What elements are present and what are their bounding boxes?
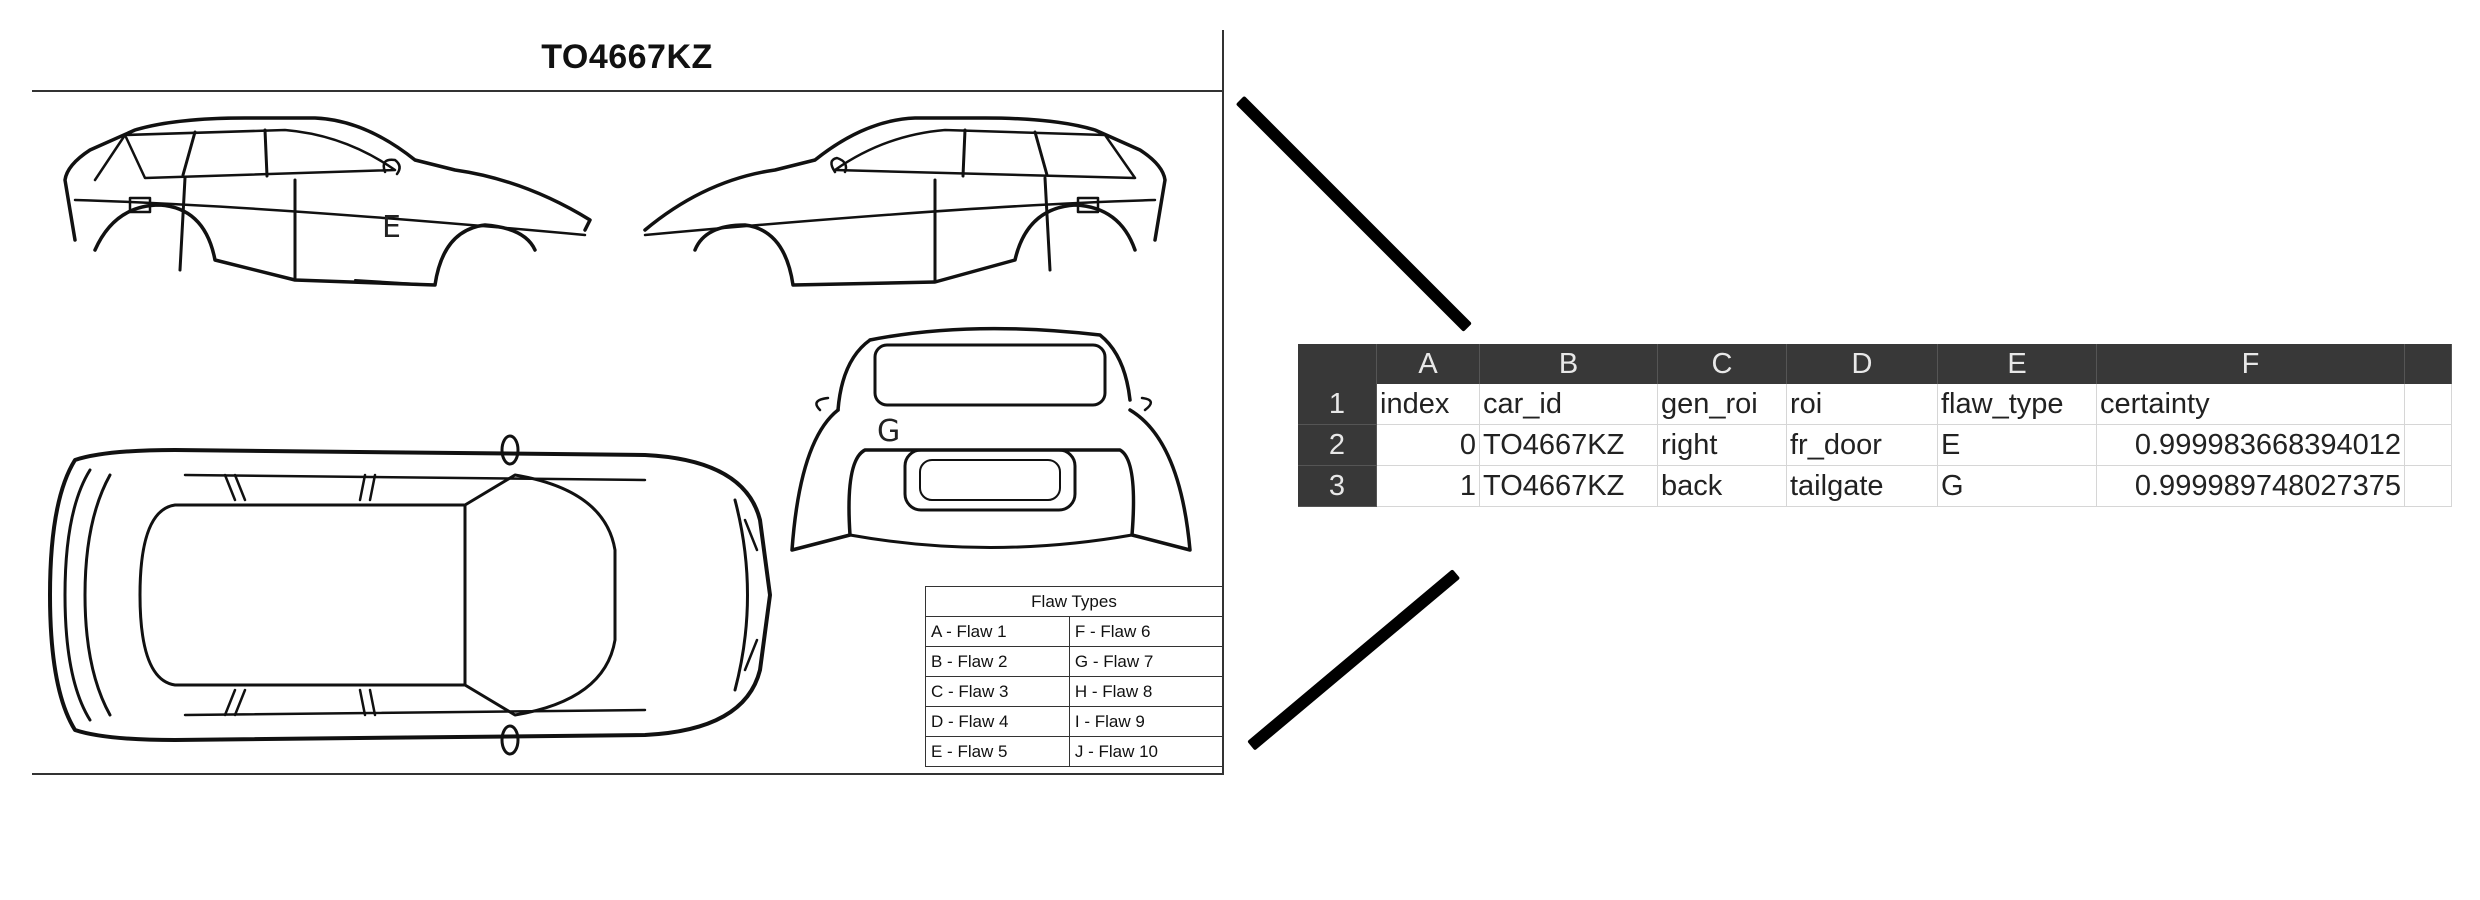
- panel-bottom-border: [32, 773, 1224, 775]
- cell-e1[interactable]: flaw_type: [1937, 384, 2097, 425]
- column-header-g-partial[interactable]: [2404, 344, 2452, 384]
- column-header-row: A B C D E F: [1298, 344, 2452, 384]
- column-header-a[interactable]: A: [1376, 344, 1480, 384]
- row-header-2[interactable]: 2: [1298, 424, 1377, 466]
- cell-d1[interactable]: roi: [1786, 384, 1938, 425]
- spreadsheet-grid: A B C D E F 1 index car_id gen_roi roi f…: [1298, 344, 2452, 507]
- cell-d3[interactable]: tailgate: [1786, 465, 1938, 507]
- car-top-view: [48, 434, 772, 756]
- column-header-b[interactable]: B: [1479, 344, 1658, 384]
- legend-row: E - Flaw 5 J - Flaw 10: [925, 736, 1224, 767]
- cell-c3[interactable]: back: [1657, 465, 1787, 507]
- callout-line-lower: [1247, 569, 1461, 751]
- table-row: 2 0 TO4667KZ right fr_door E 0.999983668…: [1298, 424, 2452, 466]
- legend-entry: G - Flaw 7: [1068, 646, 1224, 677]
- car-rear-view: [790, 326, 1192, 552]
- car-left-side-view: [63, 116, 592, 287]
- column-header-d[interactable]: D: [1786, 344, 1938, 384]
- cell-b3[interactable]: TO4667KZ: [1479, 465, 1658, 507]
- panel-right-border: [1222, 30, 1224, 775]
- legend-entry: H - Flaw 8: [1068, 676, 1224, 707]
- cell-b1[interactable]: car_id: [1479, 384, 1658, 425]
- car-right-side-view: [643, 116, 1167, 287]
- row-header-3[interactable]: 3: [1298, 465, 1377, 507]
- legend-entry: B - Flaw 2: [925, 646, 1070, 677]
- cell-a2[interactable]: 0: [1376, 424, 1480, 466]
- cell-e2[interactable]: E: [1937, 424, 2097, 466]
- legend-entry: C - Flaw 3: [925, 676, 1070, 707]
- title-underline: [32, 90, 1224, 92]
- table-row: 3 1 TO4667KZ back tailgate G 0.999989748…: [1298, 465, 2452, 507]
- cell-g1[interactable]: [2404, 384, 2452, 425]
- legend-entry: J - Flaw 10: [1068, 736, 1224, 767]
- cell-b2[interactable]: TO4667KZ: [1479, 424, 1658, 466]
- diagram-title: TO4667KZ: [541, 38, 713, 76]
- cell-e3[interactable]: G: [1937, 465, 2097, 507]
- cell-c2[interactable]: right: [1657, 424, 1787, 466]
- car-inspection-diagram: TO4667KZ E G: [32, 30, 1224, 775]
- legend-row: A - Flaw 1 F - Flaw 6: [925, 616, 1224, 647]
- legend-row: C - Flaw 3 H - Flaw 8: [925, 676, 1224, 707]
- column-header-c[interactable]: C: [1657, 344, 1787, 384]
- legend-entry: A - Flaw 1: [925, 616, 1070, 647]
- flaw-types-legend: Flaw Types A - Flaw 1 F - Flaw 6 B - Fla…: [925, 586, 1224, 767]
- column-header-e[interactable]: E: [1937, 344, 2097, 384]
- legend-header: Flaw Types: [925, 586, 1223, 617]
- legend-entry: E - Flaw 5: [925, 736, 1070, 767]
- column-header-f[interactable]: F: [2096, 344, 2405, 384]
- cell-g3[interactable]: [2404, 465, 2452, 507]
- legend-entry: F - Flaw 6: [1068, 616, 1224, 647]
- table-row: 1 index car_id gen_roi roi flaw_type cer…: [1298, 384, 2452, 425]
- cell-c1[interactable]: gen_roi: [1657, 384, 1787, 425]
- cell-a3[interactable]: 1: [1376, 465, 1480, 507]
- row-header-1[interactable]: 1: [1298, 384, 1377, 425]
- cell-g2[interactable]: [2404, 424, 2452, 466]
- legend-entry: I - Flaw 9: [1068, 706, 1224, 737]
- cell-f1[interactable]: certainty: [2096, 384, 2405, 425]
- flaw-marker-e: E: [382, 210, 401, 245]
- select-all-corner[interactable]: [1298, 344, 1377, 384]
- cell-f2[interactable]: 0.999983668394012: [2096, 424, 2405, 466]
- legend-row: B - Flaw 2 G - Flaw 7: [925, 646, 1224, 677]
- cell-f3[interactable]: 0.999989748027375: [2096, 465, 2405, 507]
- legend-row: D - Flaw 4 I - Flaw 9: [925, 706, 1224, 737]
- cell-a1[interactable]: index: [1376, 384, 1480, 425]
- flaw-marker-g: G: [877, 414, 901, 449]
- callout-line-upper: [1235, 95, 1472, 332]
- cell-d2[interactable]: fr_door: [1786, 424, 1938, 466]
- legend-entry: D - Flaw 4: [925, 706, 1070, 737]
